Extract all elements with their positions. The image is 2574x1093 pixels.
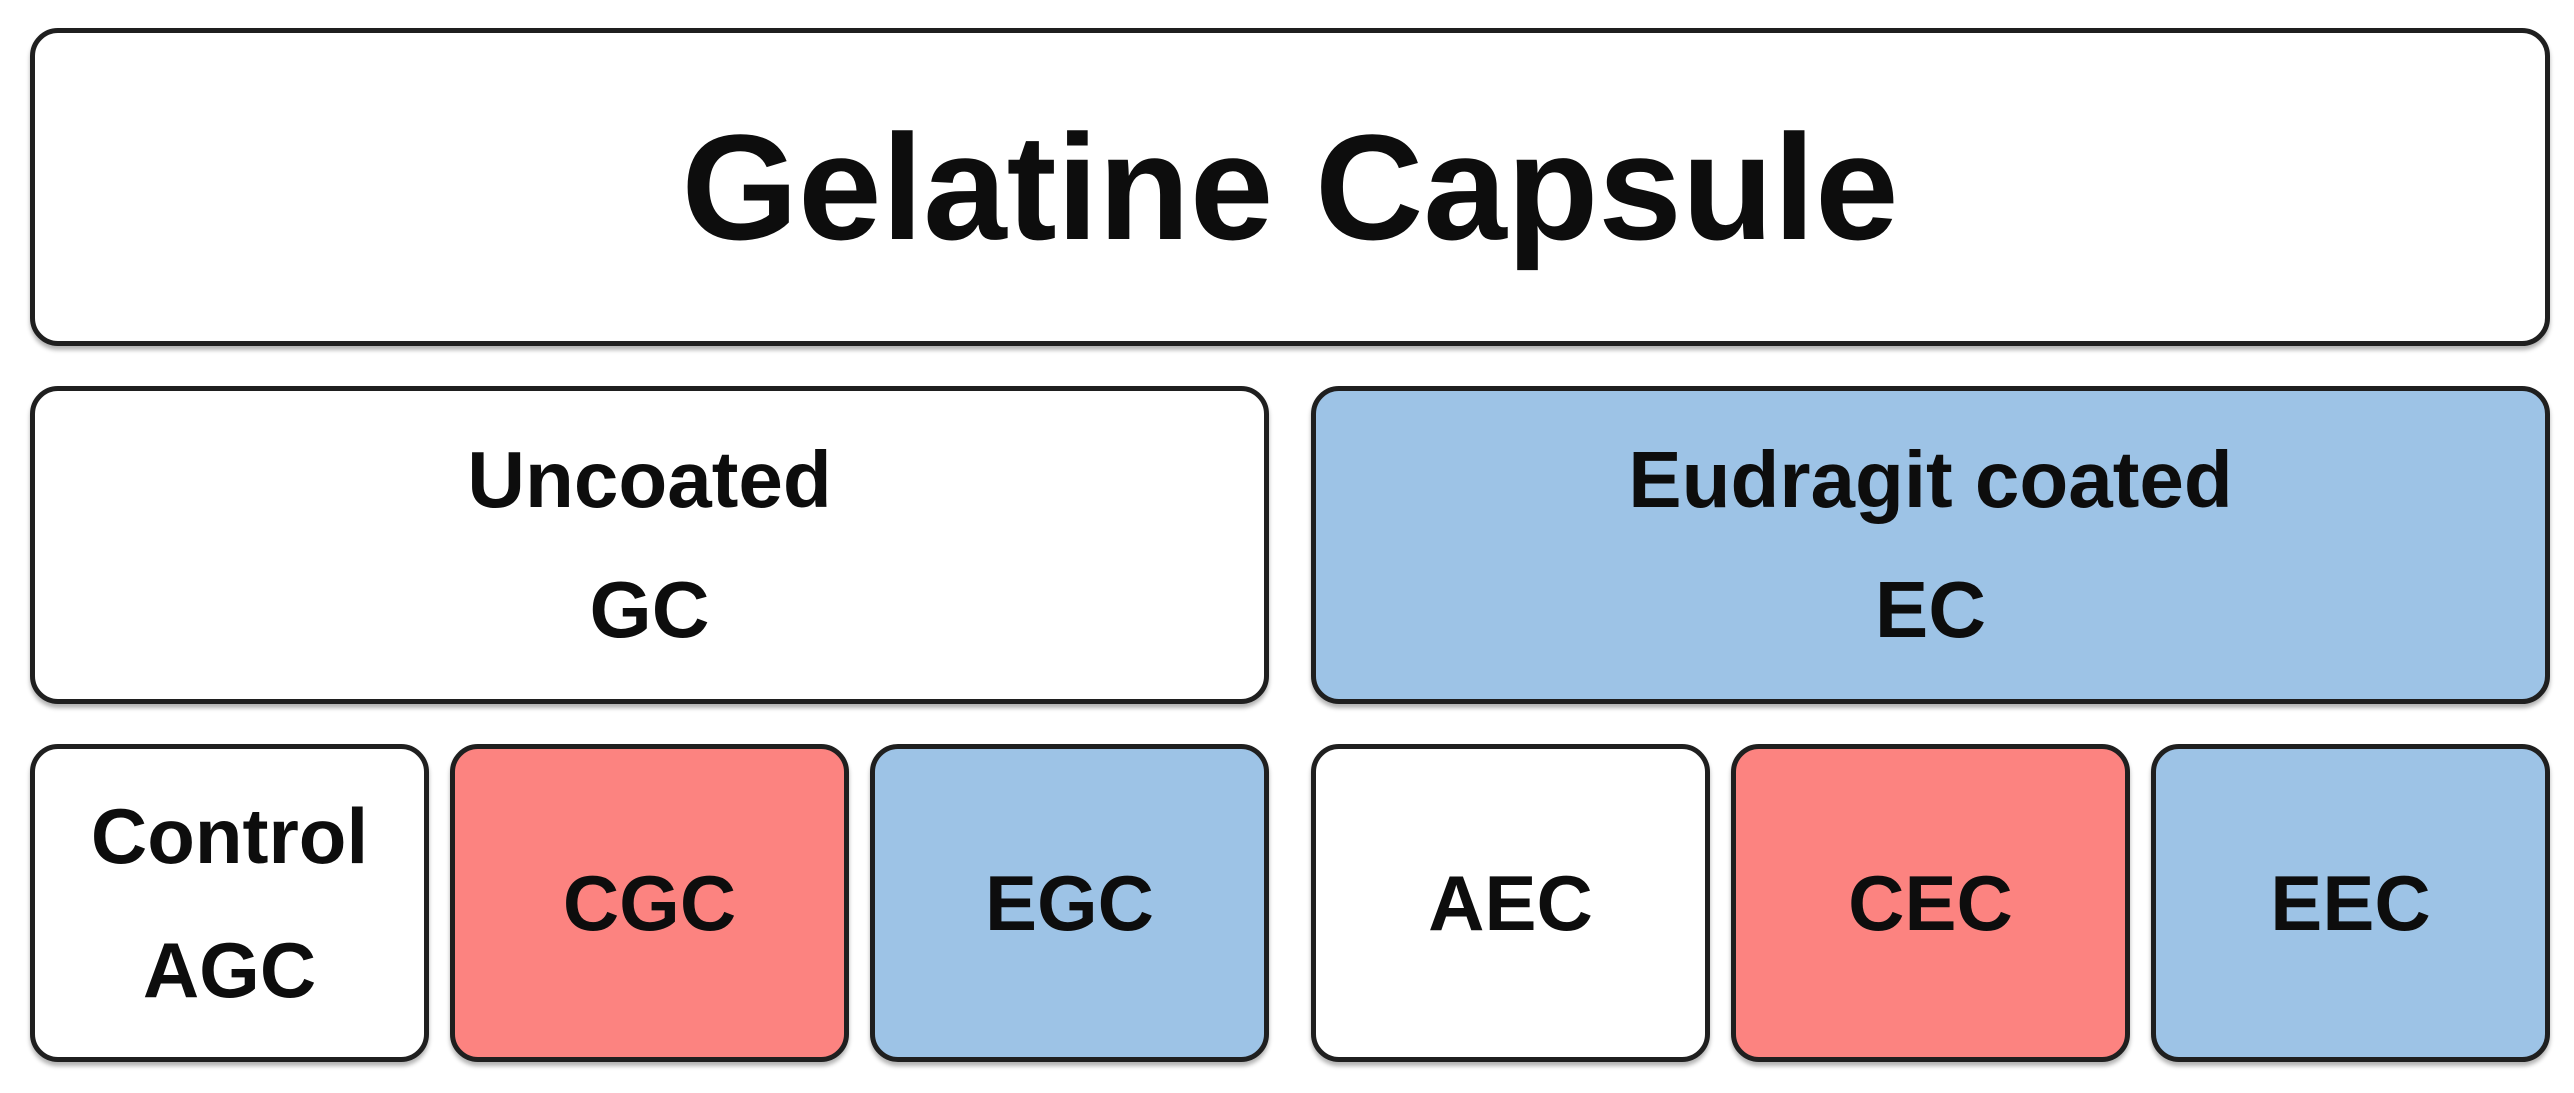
node-uncoated-gc-name: Uncoated — [467, 435, 832, 525]
node-eudragit-coated-ec-name: Eudragit coated — [1628, 435, 2233, 525]
node-cgc-label: CGC — [562, 858, 737, 947]
node-gelatine-capsule: Gelatine Capsule — [30, 28, 2550, 346]
node-control-agc-line2: AGC — [142, 926, 317, 1014]
node-cec-label: CEC — [1848, 858, 2013, 947]
node-gelatine-capsule-label: Gelatine Capsule — [681, 102, 1899, 271]
gc-children-group: Control AGC CGC EGC — [30, 744, 1269, 1062]
node-eec: EEC — [2151, 744, 2550, 1062]
node-uncoated-gc: Uncoated GC — [30, 386, 1269, 704]
node-uncoated-gc-code: GC — [589, 565, 710, 654]
node-aec-label: AEC — [1428, 858, 1593, 947]
node-egc: EGC — [870, 744, 1269, 1062]
node-egc-label: EGC — [984, 858, 1155, 947]
ec-children-group: AEC CEC EEC — [1311, 744, 2550, 1062]
node-eudragit-coated-ec: Eudragit coated EC — [1311, 386, 2550, 704]
level-2-row: Uncoated GC Eudragit coated EC — [30, 386, 2550, 704]
level-3-row: Control AGC CGC EGC AEC CEC EEC — [30, 744, 2550, 1062]
node-eudragit-coated-ec-code: EC — [1874, 565, 1987, 654]
node-aec: AEC — [1311, 744, 1710, 1062]
node-cgc: CGC — [450, 744, 849, 1062]
node-control-agc: Control AGC — [30, 744, 429, 1062]
node-control-agc-line1: Control — [90, 791, 369, 880]
node-eec-label: EEC — [2270, 858, 2431, 947]
node-cec: CEC — [1731, 744, 2130, 1062]
